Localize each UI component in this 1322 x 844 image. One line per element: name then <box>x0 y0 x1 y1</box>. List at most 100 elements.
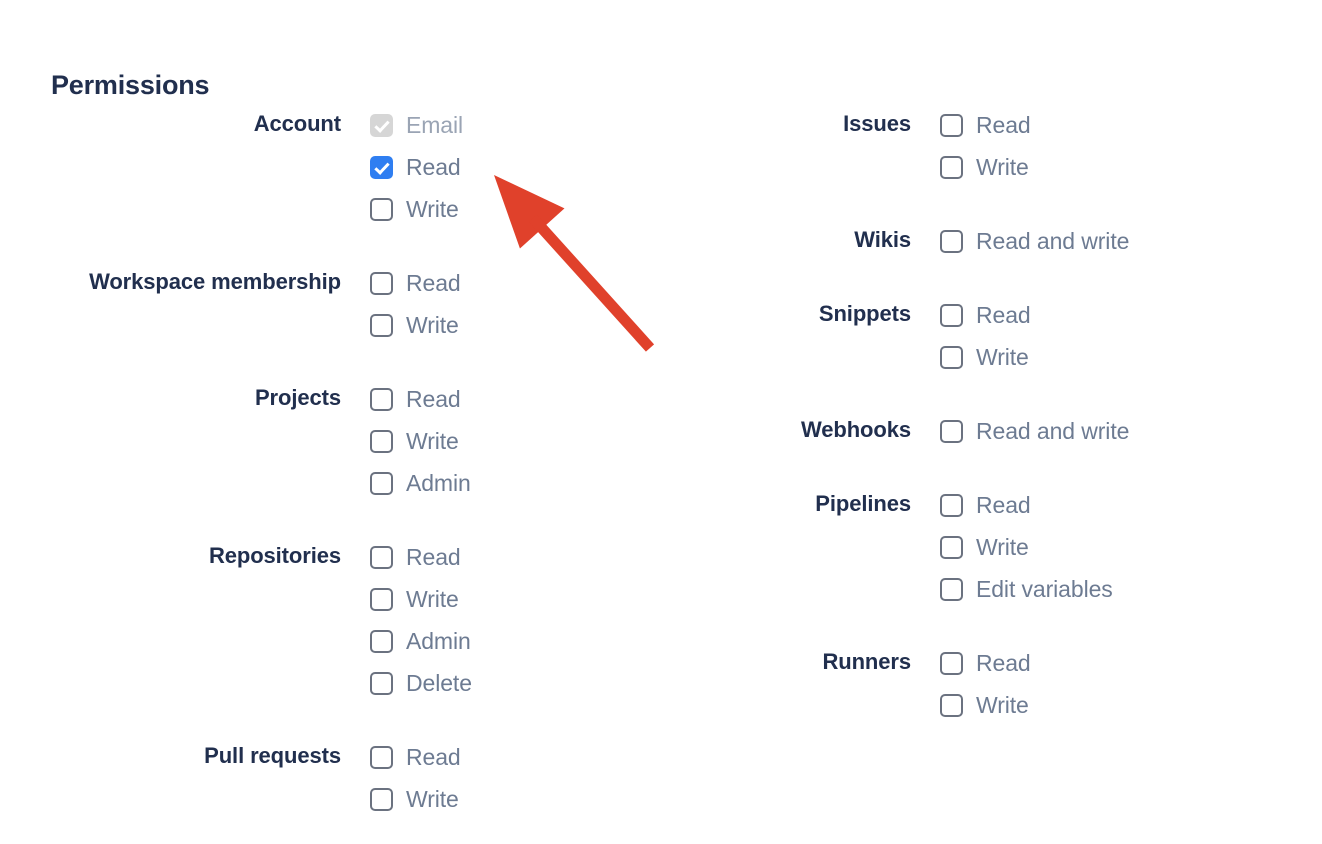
permission-option-label: Read <box>406 154 461 180</box>
permission-option-account-read[interactable]: Read <box>370 146 463 188</box>
permission-option-label: Read <box>406 386 461 412</box>
permission-group-label: Pull requests <box>204 743 341 768</box>
permission-option-label: Read <box>406 744 461 770</box>
permission-option-runners-read[interactable]: Read <box>940 642 1031 684</box>
permission-options: Read and write <box>911 220 1129 262</box>
permission-option-label: Write <box>406 586 459 612</box>
permission-option-label: Read <box>976 492 1031 518</box>
permission-option-snippets-write[interactable]: Write <box>940 336 1031 378</box>
permission-option-repositories-write[interactable]: Write <box>370 578 472 620</box>
permission-option-issues-write[interactable]: Write <box>940 146 1031 188</box>
permission-group-label: Wikis <box>854 227 911 252</box>
checkbox-unchecked-icon[interactable] <box>940 113 963 137</box>
permission-option-account-email: Email <box>370 104 463 146</box>
permission-option-label: Email <box>406 112 464 138</box>
checkbox-unchecked-icon[interactable] <box>370 787 393 811</box>
checkbox-unchecked-icon[interactable] <box>370 387 393 411</box>
permission-group-label: Projects <box>254 385 341 410</box>
checkbox-unchecked-icon[interactable] <box>940 155 963 179</box>
permission-option-workspace-membership-read[interactable]: Read <box>370 262 461 304</box>
permission-option-label: Delete <box>406 670 472 696</box>
checkbox-checked-disabled-icon <box>370 113 393 137</box>
permission-option-pipelines-read[interactable]: Read <box>940 484 1113 526</box>
checkbox-unchecked-icon[interactable] <box>940 345 963 369</box>
checkbox-unchecked-icon[interactable] <box>940 493 963 517</box>
checkbox-unchecked-icon[interactable] <box>370 745 393 769</box>
permission-group-label: Pipelines <box>815 491 911 516</box>
checkbox-unchecked-icon[interactable] <box>940 577 963 601</box>
permission-option-label: Admin <box>406 628 471 654</box>
permission-option-label: Write <box>976 692 1029 718</box>
permission-group-label: Repositories <box>208 543 341 568</box>
permission-option-pipelines-write[interactable]: Write <box>940 526 1113 568</box>
permission-option-account-write[interactable]: Write <box>370 188 463 230</box>
permission-option-label: Write <box>406 312 459 338</box>
permission-option-runners-write[interactable]: Write <box>940 684 1031 726</box>
permission-group-label: Workspace membership <box>89 269 341 294</box>
checkbox-unchecked-icon[interactable] <box>370 545 393 569</box>
permission-option-repositories-delete[interactable]: Delete <box>370 662 472 704</box>
permission-option-label: Read <box>976 650 1031 676</box>
permission-option-label: Read and write <box>976 228 1130 254</box>
permission-group-label: Webhooks <box>800 417 911 442</box>
permission-option-label: Edit variables <box>976 576 1113 602</box>
checkbox-unchecked-icon[interactable] <box>940 303 963 327</box>
permission-option-repositories-admin[interactable]: Admin <box>370 620 472 662</box>
permission-option-label: Read <box>976 112 1031 138</box>
permission-group-label: Snippets <box>818 301 911 326</box>
checkbox-unchecked-icon[interactable] <box>370 429 393 453</box>
permission-option-label: Write <box>976 344 1029 370</box>
permission-option-issues-read[interactable]: Read <box>940 104 1031 146</box>
permission-option-projects-admin[interactable]: Admin <box>370 462 471 504</box>
permission-option-snippets-read[interactable]: Read <box>940 294 1031 336</box>
permission-option-projects-read[interactable]: Read <box>370 378 471 420</box>
permission-option-webhooks-read-and-write[interactable]: Read and write <box>940 410 1129 452</box>
checkbox-unchecked-icon[interactable] <box>370 197 393 221</box>
checkbox-unchecked-icon[interactable] <box>370 313 393 337</box>
permission-option-label: Write <box>406 428 459 454</box>
permission-option-projects-write[interactable]: Write <box>370 420 471 462</box>
permission-option-label: Read <box>406 270 461 296</box>
permission-option-pull-requests-write[interactable]: Write <box>370 778 461 820</box>
checkbox-unchecked-icon[interactable] <box>940 651 963 675</box>
checkbox-unchecked-icon[interactable] <box>370 471 393 495</box>
checkbox-unchecked-icon[interactable] <box>370 271 393 295</box>
checkbox-unchecked-icon[interactable] <box>370 587 393 611</box>
permission-option-label: Read and write <box>976 418 1130 444</box>
permission-option-label: Admin <box>406 470 471 496</box>
permission-option-repositories-read[interactable]: Read <box>370 536 472 578</box>
permission-option-wikis-read-and-write[interactable]: Read and write <box>940 220 1129 262</box>
checkbox-unchecked-icon[interactable] <box>940 693 963 717</box>
checkbox-unchecked-icon[interactable] <box>370 629 393 653</box>
permission-option-pipelines-edit-variables[interactable]: Edit variables <box>940 568 1113 610</box>
checkbox-unchecked-icon[interactable] <box>370 671 393 695</box>
checkbox-unchecked-icon[interactable] <box>940 229 963 253</box>
permission-options: Read and write <box>911 410 1129 452</box>
permission-option-label: Write <box>976 534 1029 560</box>
checkbox-checked-icon[interactable] <box>370 155 393 179</box>
page-title: Permissions <box>51 70 210 101</box>
permission-option-workspace-membership-write[interactable]: Write <box>370 304 461 346</box>
checkbox-unchecked-icon[interactable] <box>940 419 963 443</box>
checkbox-unchecked-icon[interactable] <box>940 535 963 559</box>
permission-option-label: Write <box>406 786 459 812</box>
permission-group-label: Issues <box>843 111 911 136</box>
permission-option-pull-requests-read[interactable]: Read <box>370 736 461 778</box>
